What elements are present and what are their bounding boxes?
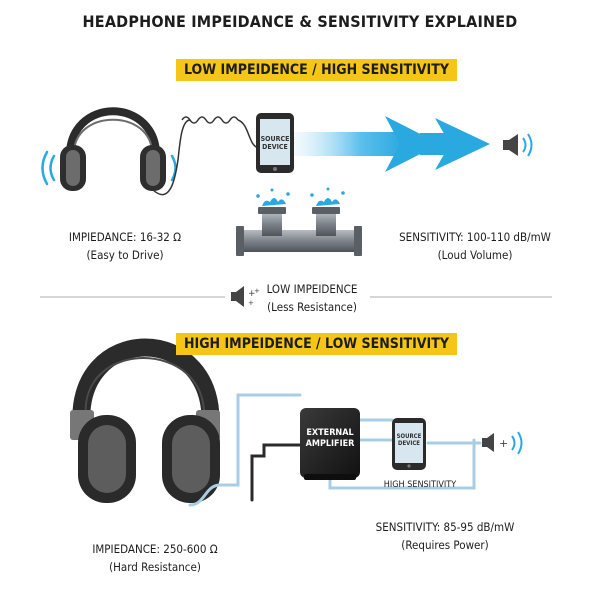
impedance-low-note: (Easy to Drive) [86,248,164,262]
page-title: HEADPHONE IMPEIDANCE & SENSITIVITY EXPLA… [82,12,518,31]
sensitivity-low-note: (Requires Power) [401,538,489,552]
coiled-cable [152,116,261,196]
headphones-icon [41,107,177,191]
smartphone-icon [256,113,294,173]
svg-text:+: + [248,289,256,299]
source-device-line2: DEVICE [262,143,288,151]
sensitivity-high-note: (Loud Volume) [437,248,513,262]
amplifier-line1: EXTERNAL [306,428,354,438]
high-sensitivity-tag: HIGH SENSITIVITY [383,480,457,490]
svg-text:+: + [248,299,254,307]
divider-label-line1: LOW IMPEIDENCE [266,282,358,296]
speaker-plus-icon: + + + [231,286,260,307]
headphones-large-icon [70,338,220,503]
banner-high-impedance: HIGH IMPEIDENCE / LOW SENSITIVITY [176,333,457,355]
sound-waves-icon: + [482,431,523,455]
sensitivity-low-value: SENSITIVITY: 85-95 dB/mW [375,520,515,534]
impedance-low-value: IMPIEDANCE: 16-32 Ω [68,230,182,244]
pipe-icon [236,187,362,256]
arrow-icon [294,116,490,172]
divider-label-line2: (Less Resistance) [267,300,357,314]
source-device-line1: SOURCE [260,135,290,143]
source-device-label-bottom: SOURCE DEVICE [394,433,424,447]
amplifier-label: EXTERNAL AMPLIFIER [300,428,360,450]
amplifier-icon [300,408,360,480]
sensitivity-high-label: SENSITIVITY: 100-110 dB/mW (Loud Volume) [385,228,565,264]
impedance-high-value: IMPIEDANCE: 250-600 Ω [92,542,218,556]
source-device-label-top: SOURCE DEVICE [258,135,292,151]
source-device-bottom-line2: DEVICE [397,440,420,447]
sensitivity-low-label: SENSITIVITY: 85-95 dB/mW (Requires Power… [335,518,555,554]
divider-label: LOW IMPEIDENCE (Less Resistance) [252,280,372,316]
source-device-bottom-line1: SOURCE [396,433,422,440]
impedance-low-label: IMPIEDANCE: 16-32 Ω (Easy to Drive) [35,228,215,264]
impedance-high-note: (Hard Resistance) [109,560,201,574]
svg-text:+: + [499,437,508,450]
svg-text:+: + [254,287,260,295]
speaker-icon [503,133,533,157]
smartphone-small-icon [392,418,426,470]
banner-low-impedance: LOW IMPEIDENCE / HIGH SENSITIVITY [176,59,457,81]
cables [188,393,482,507]
impedance-high-label: IMPIEDANCE: 250-600 Ω (Hard Resistance) [55,540,255,576]
sensitivity-high-value: SENSITIVITY: 100-110 dB/mW [399,230,551,244]
amplifier-line2: AMPLIFIER [305,439,355,449]
